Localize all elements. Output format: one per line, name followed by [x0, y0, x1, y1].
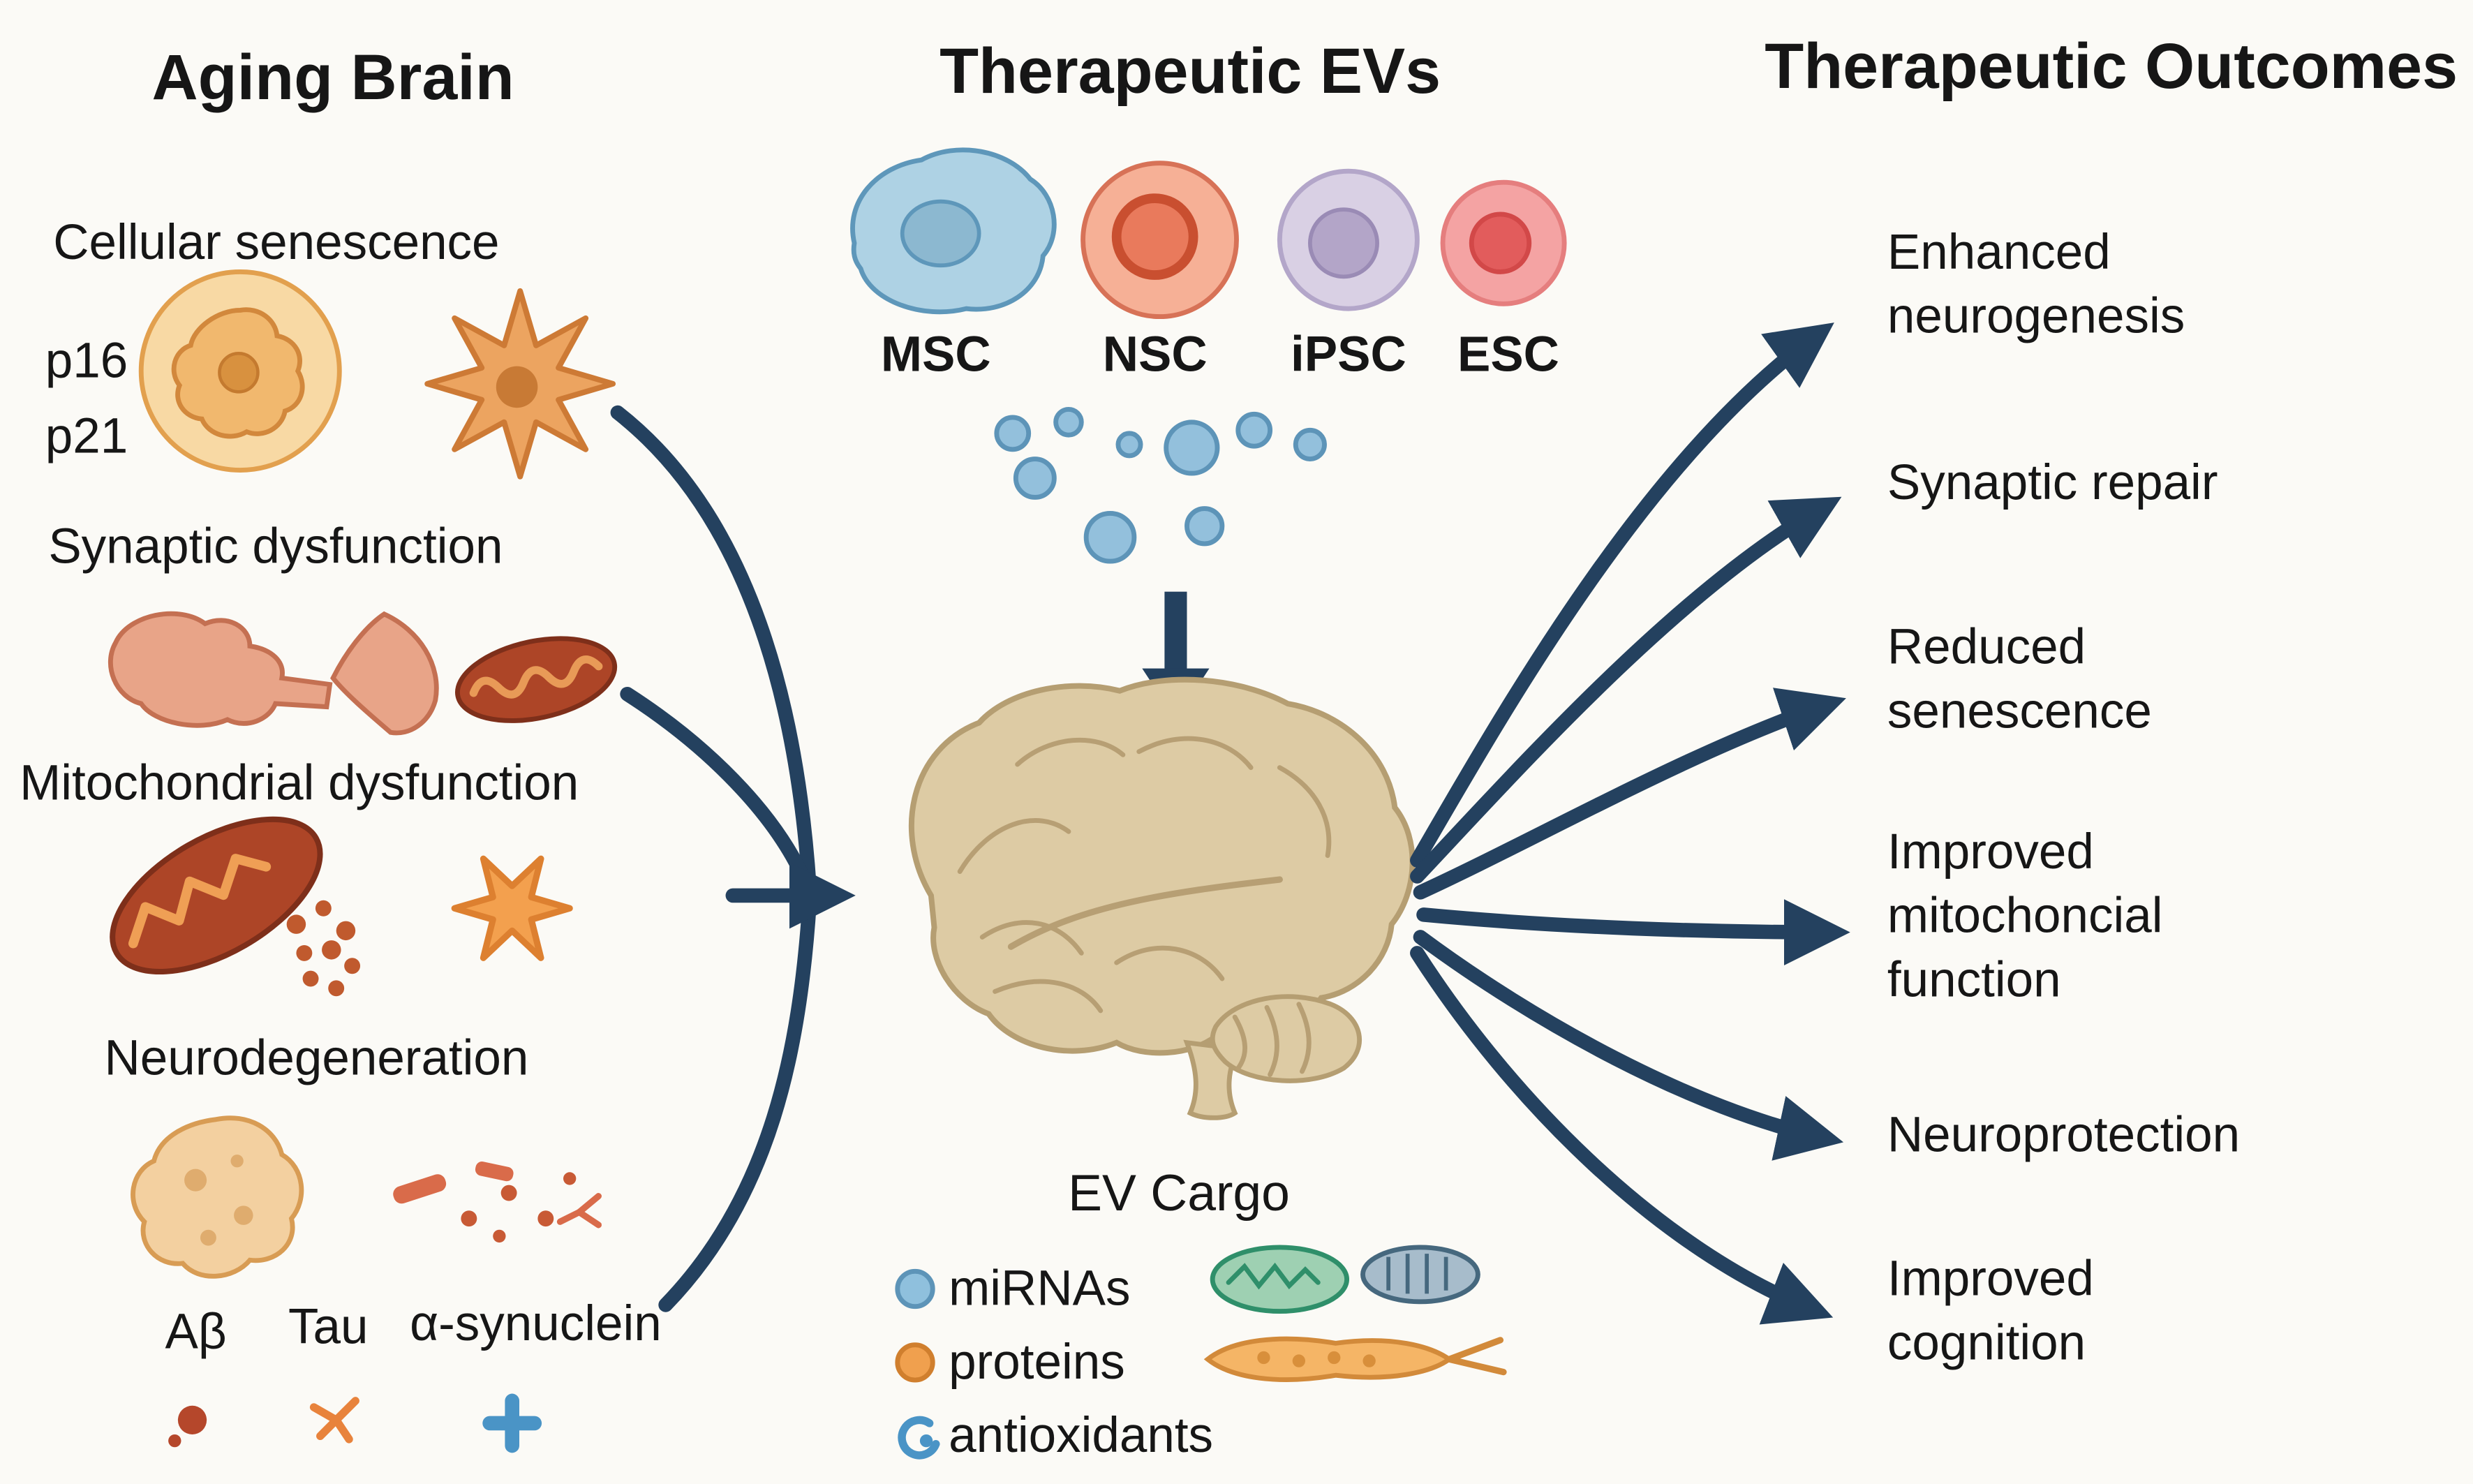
esc-label: ESC	[1457, 327, 1559, 383]
therapeutic-outcomes-column: Enhanced neurogenesis Synaptic repair Re…	[1887, 225, 2240, 1370]
synaptic-dysfunction-label: Synaptic dysfunction	[48, 519, 503, 574]
green-mitochondrion-icon	[1210, 1245, 1350, 1314]
ipsc-cell-icon	[1277, 168, 1420, 311]
protein-icon	[895, 1342, 935, 1383]
granule-dots-icon	[286, 900, 361, 997]
outcome-neuroprotection: Neuroprotection	[1887, 1107, 2240, 1162]
mitochondrial-dysfunction-label: Mitochondrial dysfunction	[20, 755, 579, 810]
vesicles-icon	[994, 407, 1327, 564]
outcome-synaptic-repair: Synaptic repair	[1887, 455, 2218, 510]
nsc-label: NSC	[1103, 327, 1208, 383]
alpha-synuclein-icon	[482, 1393, 542, 1453]
outcome-arrows	[1410, 322, 1850, 1325]
mirna-icon	[895, 1268, 935, 1309]
neurodegeneration-label: Neurodegeneration	[105, 1031, 529, 1086]
therapeutic-evs-title: Therapeutic EVs	[940, 36, 1441, 107]
blue-mitochondrion-icon	[1360, 1245, 1480, 1305]
neuron-cargo-icon	[1203, 1336, 1507, 1382]
therapeutic-evs-column: MSC NSC iPSC ESC	[850, 147, 1567, 1463]
amyloid-beta-label: Aβ	[165, 1304, 227, 1359]
therapeutic-outcomes-title: Therapeutic Outcomes	[1765, 31, 2458, 102]
outcome-improved-cognition: Improved cognition	[1887, 1252, 2094, 1371]
cellular-senescence-label: Cellular senescence	[53, 215, 499, 270]
aging-brain-column: Cellular senescence p16 p21 Synaptic dys…	[20, 215, 662, 1453]
amyloid-beta-icon	[168, 1405, 207, 1448]
damaged-mitochondrion-icon	[455, 636, 618, 723]
outcome-line: Improved	[1887, 1252, 2094, 1307]
tangles-icon	[393, 1161, 602, 1243]
outcome-line: mitochoncial	[1887, 889, 2163, 944]
mirnas-label: miRNAs	[949, 1261, 1130, 1316]
outcome-reduced-senescence: Reduced senescence	[1887, 620, 2152, 739]
proteins-label: proteins	[949, 1335, 1125, 1390]
outcome-line: cognition	[1887, 1315, 2086, 1370]
ev-cargo-title: EV Cargo	[1068, 1164, 1290, 1222]
ipsc-label: iPSC	[1291, 327, 1406, 383]
outcome-line: Synaptic repair	[1887, 455, 2218, 510]
tau-label: Tau	[288, 1299, 368, 1354]
outcome-line: function	[1887, 952, 2061, 1007]
outcome-line: senescence	[1887, 683, 2152, 739]
esc-cell-icon	[1440, 179, 1567, 306]
p16-label: p16	[45, 334, 128, 389]
synapse-icon	[107, 611, 439, 736]
aging-brain-title: Aging Brain	[152, 42, 514, 113]
nsc-cell-icon	[1080, 161, 1239, 320]
tau-icon	[309, 1397, 359, 1444]
msc-label: MSC	[881, 327, 991, 383]
senescent-cell-icon	[138, 269, 342, 473]
large-mitochondrion-icon	[110, 816, 323, 975]
outcome-enhanced-neurogenesis: Enhanced neurogenesis	[1887, 225, 2185, 344]
amyloid-plaque-icon	[131, 1115, 304, 1279]
microglia-icon	[424, 288, 616, 480]
p21-label: p21	[45, 408, 128, 463]
astrocyte-star-icon	[451, 855, 573, 961]
antioxidants-label: antioxidants	[949, 1408, 1213, 1463]
outcome-improved-mitochondrial-function: Improved mitochoncial function	[1887, 824, 2163, 1007]
outcome-line: Improved	[1887, 824, 2094, 880]
brain-icon	[909, 676, 1416, 1120]
outcome-line: neurogenesis	[1887, 289, 2185, 344]
outcome-line: Enhanced	[1887, 225, 2111, 280]
antioxidant-icon	[898, 1416, 940, 1460]
converging-arrows	[610, 405, 856, 1312]
alpha-synuclein-label: α-synuclein	[410, 1296, 662, 1351]
outcome-line: Reduced	[1887, 620, 2086, 675]
outcome-line: Neuroprotection	[1887, 1107, 2240, 1162]
msc-cell-icon	[850, 147, 1057, 315]
